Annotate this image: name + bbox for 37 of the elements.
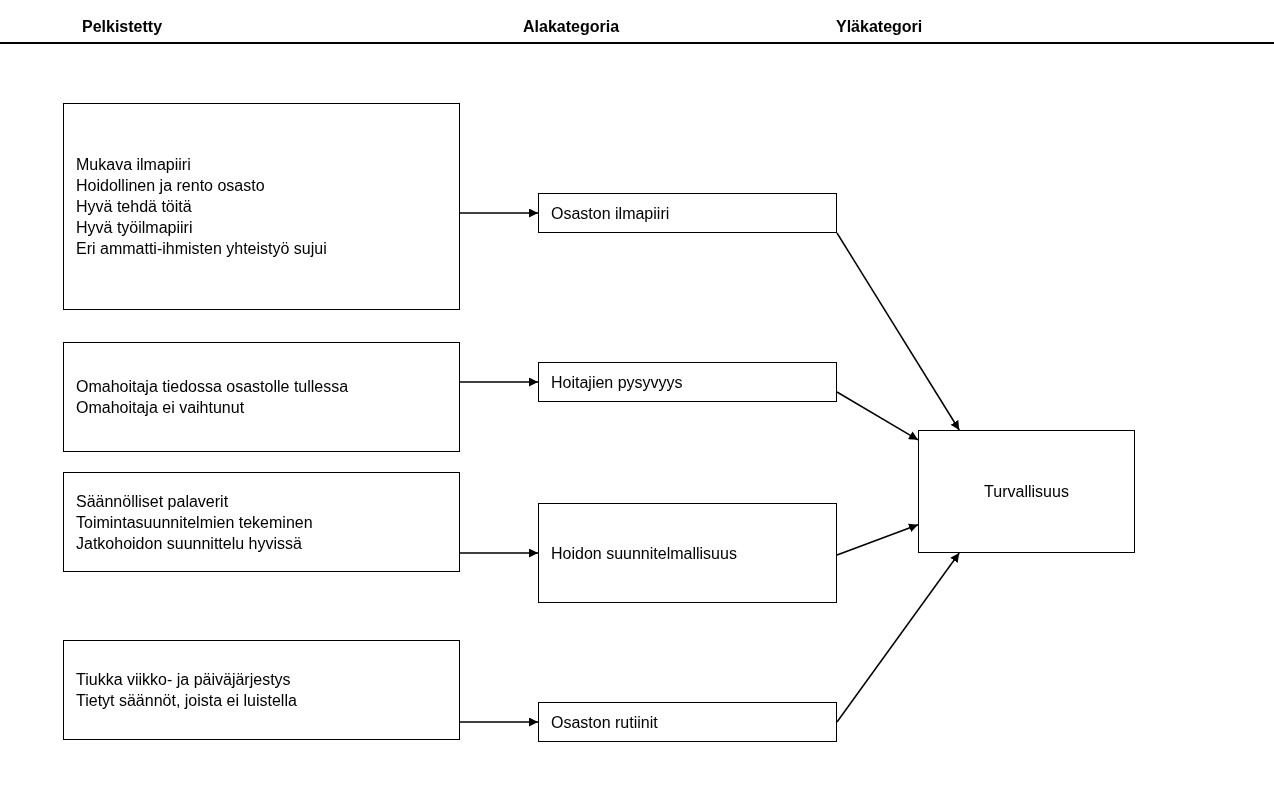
text-box [538,193,837,233]
box-text: Tietyt säännöt, joista ei luistella [76,691,297,711]
box-text: Jatkohoidon suunnittelu hyvissä [76,533,302,554]
arrow [836,232,960,431]
text-box [63,103,460,310]
box-text: Hoidon suunnitelmallisuus [551,543,737,564]
box-text: Turvallisuus [984,482,1069,502]
text-box [538,702,837,742]
box-text: Osaston ilmapiiri [551,203,670,224]
box-text: Omahoitaja tiedossa osastolle tullessa [76,377,349,397]
text-box [63,342,460,452]
box-text: Hoidollinen ja rento osasto [76,176,265,196]
arrow [459,208,539,218]
column-heading: Alakategoria [523,17,620,37]
box-text: Osaston rutiinit [551,712,658,733]
arrow [459,548,539,558]
box-text: Omahoitaja ei vaihtunut [76,398,245,418]
arrow [836,391,919,441]
arrow [836,552,960,723]
column-heading: Yläkategori [836,17,923,37]
box-text: Hyvä työilmapiiri [76,218,193,238]
text-box [538,503,837,603]
box-text: Toimintasuunnitelmien tekeminen [76,512,313,533]
text-box [63,640,460,740]
arrow [836,523,919,556]
box-text: Hoitajien pysyvyys [551,372,683,393]
box-text: Säännölliset palaverit [76,491,229,512]
text-box [918,430,1135,553]
text-box [538,362,837,402]
box-text: Mukava ilmapiiri [76,155,191,175]
box-text: Tiukka viikko- ja päiväjärjestys [76,670,291,690]
box-text: Eri ammatti-ihmisten yhteistyö sujui [76,239,327,259]
text-box [63,472,460,572]
arrow [459,377,539,387]
box-text: Hyvä tehdä töitä [76,197,192,217]
arrow [459,717,539,727]
column-heading: Pelkistetty [82,17,163,37]
